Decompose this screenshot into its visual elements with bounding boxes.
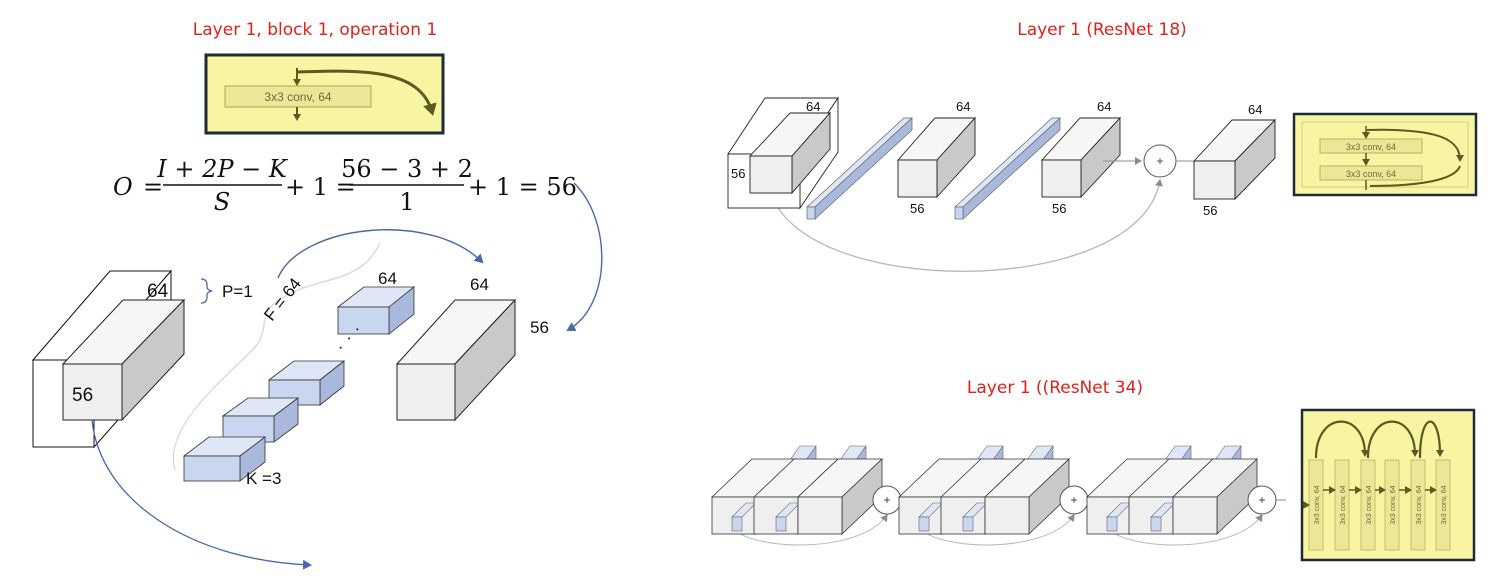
- resnet34-add-symbol: +: [1258, 493, 1265, 507]
- kernel-size-label: K =3: [246, 469, 281, 488]
- formula-plus-one-a: + 1 =: [285, 173, 356, 201]
- resnet34-volume: [983, 458, 1071, 535]
- resnet34-inset-skip-arrow: [1314, 420, 1369, 459]
- inset-conv-label: 3x3 conv, 64: [264, 90, 331, 104]
- resnet18-input-size: 56: [731, 166, 745, 181]
- resnet18-input-depth: 64: [806, 99, 820, 114]
- resnet34-volume: [1171, 458, 1259, 535]
- resnet18-mid-size: 56: [910, 201, 924, 216]
- resnet34-title: Layer 1 ((ResNet 34): [967, 378, 1143, 398]
- filters-to-output-arrow: [277, 229, 484, 279]
- inset-skip-arrow: [297, 69, 437, 116]
- resnet18-out-volume: 64 56: [1040, 99, 1122, 216]
- formula-denominator-2: 1: [399, 188, 414, 216]
- input-depth-label: 64: [147, 281, 169, 302]
- resnet34-inset-label: 3x3 conv, 64: [1416, 485, 1423, 524]
- output-size-label: 56: [530, 318, 549, 337]
- kernel-cube: [221, 397, 300, 443]
- resnet34-inset-label: 3x3 conv, 64: [1390, 485, 1397, 524]
- resnet18-input-volume: 64 56: [727, 96, 839, 210]
- kernel-cube: [182, 436, 267, 482]
- resnet34-residual-block: +: [710, 445, 911, 546]
- resnet34-inset-label: 3x3 conv, 64: [1340, 485, 1347, 524]
- resnet18-inset-label-1: 3x3 conv, 64: [1346, 142, 1396, 152]
- resnet34-kernel-bar: [775, 502, 801, 532]
- resnet34-blocks: + + +: [710, 445, 1286, 546]
- left-panel: Layer 1, block 1, operation 1 3x3 conv, …: [31, 20, 603, 570]
- kernel-cube: [336, 286, 416, 335]
- input-size-label: 56: [72, 385, 93, 406]
- resnet34-inset-skip-arrow: [1418, 420, 1444, 459]
- left-panel-title: Layer 1, block 1, operation 1: [193, 20, 437, 40]
- resnet34-inset-conv: [1360, 459, 1376, 551]
- input-volume: 64 56: [31, 269, 186, 449]
- resnet18-inset-label-2: 3x3 conv, 64: [1346, 169, 1396, 179]
- resnet18-block-inset: 3x3 conv, 64 3x3 conv, 64: [1292, 112, 1478, 197]
- resnet18-kernel-bar: [806, 117, 913, 220]
- resnet18-add-node: +: [1143, 144, 1177, 178]
- filters-label: F = 64: [260, 274, 305, 324]
- filters-brace: [172, 242, 381, 471]
- resnet18-title: Layer 1 (ResNet 18): [1017, 20, 1187, 40]
- resnet18-out-size: 56: [1052, 201, 1066, 216]
- formula-lhs: O: [113, 173, 133, 201]
- output-size-formula: O = I + 2P − K S + 1 = 56 − 3 + 2 1 + 1 …: [113, 155, 577, 216]
- resnet18-final-depth: 64: [1248, 102, 1262, 117]
- resnet18-mid-depth: 64: [956, 99, 970, 114]
- resnet34-inset-label: 3x3 conv, 64: [1314, 485, 1321, 524]
- formula-to-output-arrow: [566, 182, 603, 331]
- resnet18-kernel-bar: [954, 117, 1061, 220]
- resnet34-inset-conv: [1410, 459, 1426, 551]
- resnet34-add-symbol: +: [883, 493, 890, 507]
- kernel-top-depth-label: 64: [378, 269, 397, 288]
- block-inset: 3x3 conv, 64: [204, 53, 445, 135]
- resnet34-inset-conv: [1435, 459, 1451, 551]
- resnet34-volume: [796, 458, 884, 535]
- resnet34-kernel-bar: [918, 502, 944, 532]
- resnet18-panel: Layer 1 (ResNet 18) 64 56 64 56: [727, 20, 1478, 272]
- resnet34-residual-block: +: [897, 445, 1098, 546]
- formula-numerator-1: I + 2P − K: [156, 155, 289, 183]
- resnet34-inset-label: 3x3 conv, 64: [1441, 485, 1448, 524]
- output-volume: 64 56: [395, 275, 549, 422]
- resnet34-block-inset: 3x3 conv, 64 3x3 conv, 64 3x3 conv, 64 3x3 …: [1300, 408, 1476, 562]
- resnet34-kernel-bar: [731, 502, 757, 532]
- resnet18-inset-skip-arrow: [1366, 128, 1464, 162]
- resnet34-inset-skip-arrow: [1366, 420, 1419, 459]
- padding-brace: [200, 278, 213, 304]
- resnet34-add-symbol: +: [1070, 493, 1077, 507]
- resnet34-inset-label: 3x3 conv, 64: [1366, 485, 1373, 524]
- kernel-stack: · · · 64 K =3: [182, 269, 416, 488]
- resnet18-out-depth: 64: [1097, 99, 1111, 114]
- resnet34-inset-conv: [1334, 459, 1350, 551]
- formula-numerator-2: 56 − 3 + 2: [341, 155, 473, 183]
- formula-eq: =: [143, 173, 163, 201]
- input-to-next-arrow: [91, 419, 312, 570]
- resnet18-final-volume: 64 56: [1192, 102, 1277, 218]
- resnet34-residual-block: +: [1085, 445, 1286, 546]
- output-depth-label: 64: [470, 275, 489, 294]
- padding-label: P=1: [222, 282, 253, 301]
- resnet18-mid-volume: 64 56: [897, 99, 977, 216]
- resnet34-inset-conv: [1384, 459, 1400, 551]
- resnet18-add-symbol: +: [1156, 154, 1163, 168]
- resnet18-final-size: 56: [1203, 203, 1217, 218]
- resnet18-skip-connection: [769, 179, 1163, 272]
- formula-denominator-1: S: [214, 188, 230, 216]
- formula-plus-one-b: + 1 = 56: [468, 173, 577, 201]
